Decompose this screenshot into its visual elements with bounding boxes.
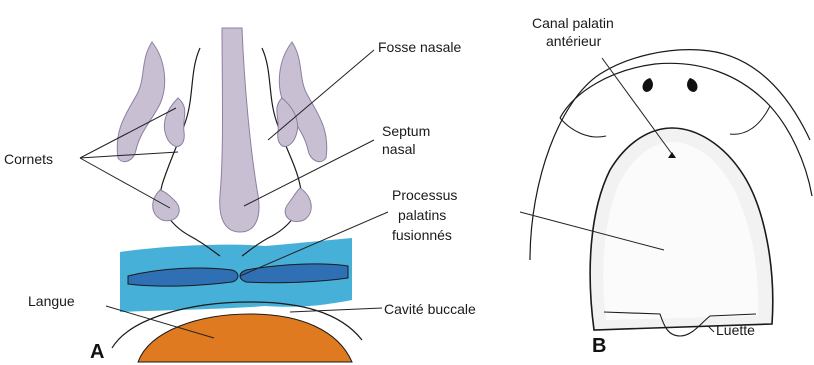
cornets-leader-3 [80, 158, 170, 208]
label-cavite-buccale: Cavité buccale [384, 301, 476, 317]
left-upper-turbinate [117, 42, 164, 162]
panel-a: Cornets Fosse nasale Septum nasal Proces… [4, 28, 476, 363]
right-alveolar-curve [730, 106, 770, 134]
label-langue: Langue [28, 293, 75, 309]
label-processus-line3: fusionnés [392, 227, 452, 243]
right-lower-turbinate [285, 188, 311, 222]
left-nasal-wall [161, 48, 220, 256]
left-middle-turbinate [164, 98, 184, 146]
label-processus-line2: palatins [398, 207, 446, 223]
panel-letter-a: A [90, 341, 104, 363]
cavite-buccale-leader [290, 308, 382, 312]
panel-letter-b: B [592, 335, 606, 357]
left-alveolar-curve [560, 118, 606, 137]
label-canal-line2: antérieur [546, 33, 602, 49]
right-nostril [687, 78, 697, 92]
label-septum-line1: Septum [382, 123, 430, 139]
label-luette: Luette [716, 322, 755, 338]
label-cornets: Cornets [4, 151, 53, 167]
label-canal-line1: Canal palatin [532, 15, 614, 31]
label-fosse-nasale: Fosse nasale [378, 39, 461, 55]
tongue [138, 314, 352, 362]
label-processus-line1: Processus [392, 187, 457, 203]
panel-b: Canal palatin antérieur Luette B [520, 15, 812, 357]
label-septum-line2: nasal [382, 141, 415, 157]
luette-leader [708, 326, 714, 332]
left-nostril [643, 78, 653, 92]
